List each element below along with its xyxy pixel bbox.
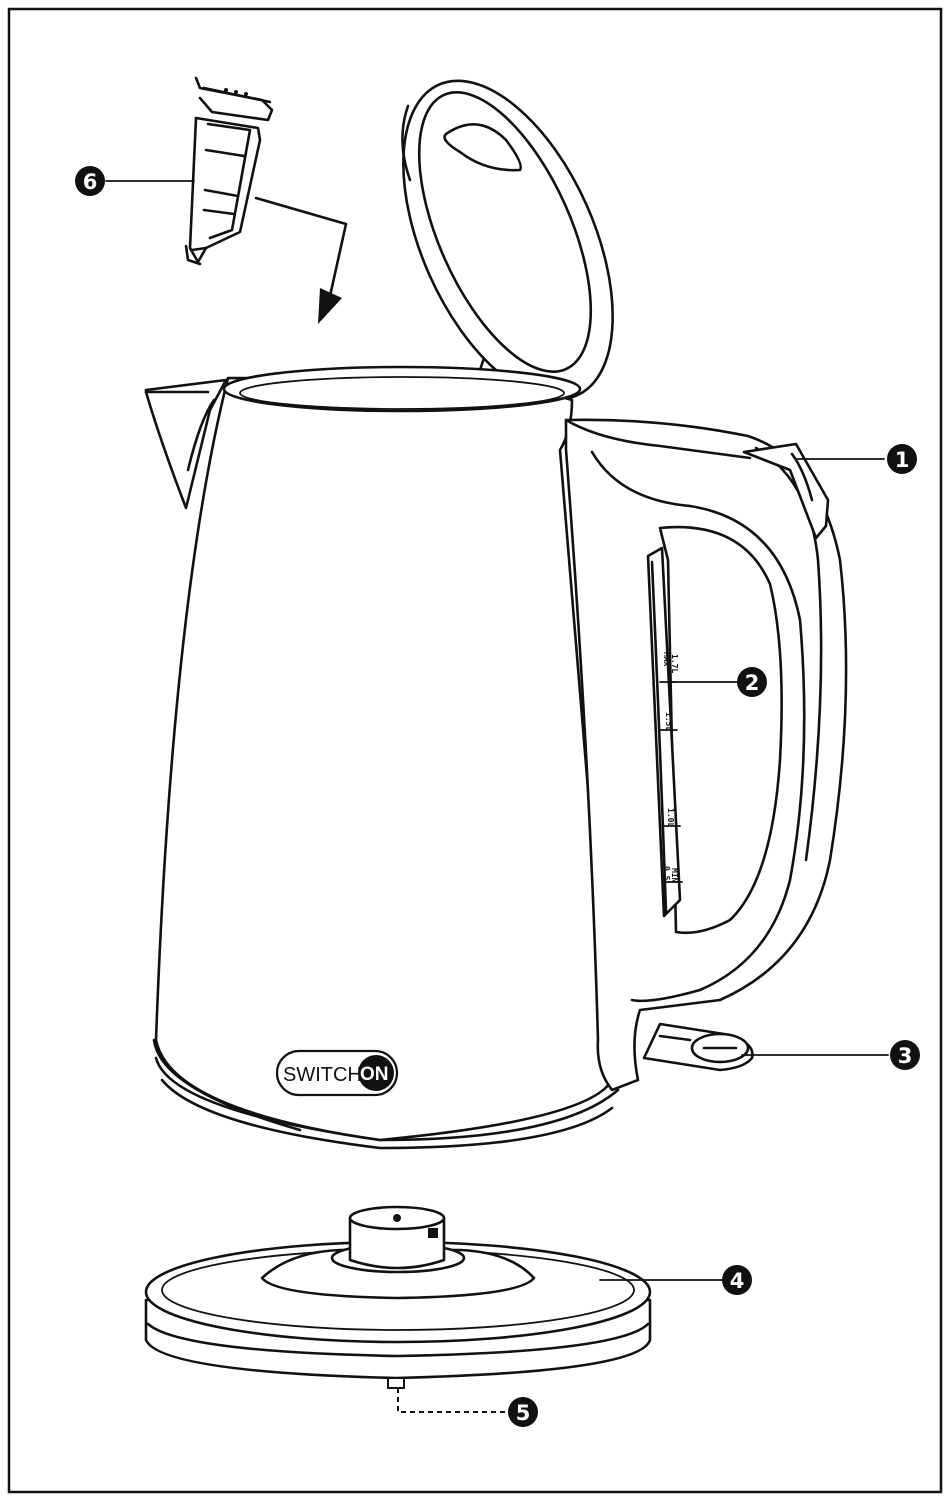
logo-suffix: ON: [360, 1064, 389, 1085]
callout-2: 2: [737, 667, 767, 697]
switch-on-logo: SWITCH ON: [277, 1051, 397, 1095]
scale-max-volume: 1.7L: [670, 654, 679, 673]
callout-3: 3: [890, 1040, 920, 1070]
logo-prefix: SWITCH: [283, 1064, 362, 1086]
callout-6: 6: [75, 166, 105, 196]
kettle-body: [146, 367, 618, 1148]
svg-text:4: 4: [730, 1269, 745, 1293]
limescale-filter: [186, 78, 272, 264]
scale-max-label: MAX: [662, 652, 671, 667]
svg-text:2: 2: [745, 671, 760, 695]
kettle-handle: MAX 1.7L 1.5L 1.0L 0.5L MIN: [566, 420, 846, 1090]
power-base: [146, 1207, 650, 1388]
svg-text:1: 1: [895, 448, 910, 472]
callout-4: 4: [722, 1265, 752, 1295]
scale-min-volume: 0.5L: [662, 866, 671, 885]
svg-text:6: 6: [83, 170, 98, 194]
callout-1: 1: [887, 444, 917, 474]
scale-1-0-label: 1.0L: [666, 808, 675, 827]
callout-5: 5: [508, 1397, 538, 1427]
scale-min-label: MIN: [670, 868, 679, 883]
svg-text:5: 5: [516, 1401, 531, 1425]
scale-1-5-label: 1.5L: [664, 712, 673, 731]
svg-text:3: 3: [898, 1044, 913, 1068]
insertion-arrow: [256, 198, 346, 324]
